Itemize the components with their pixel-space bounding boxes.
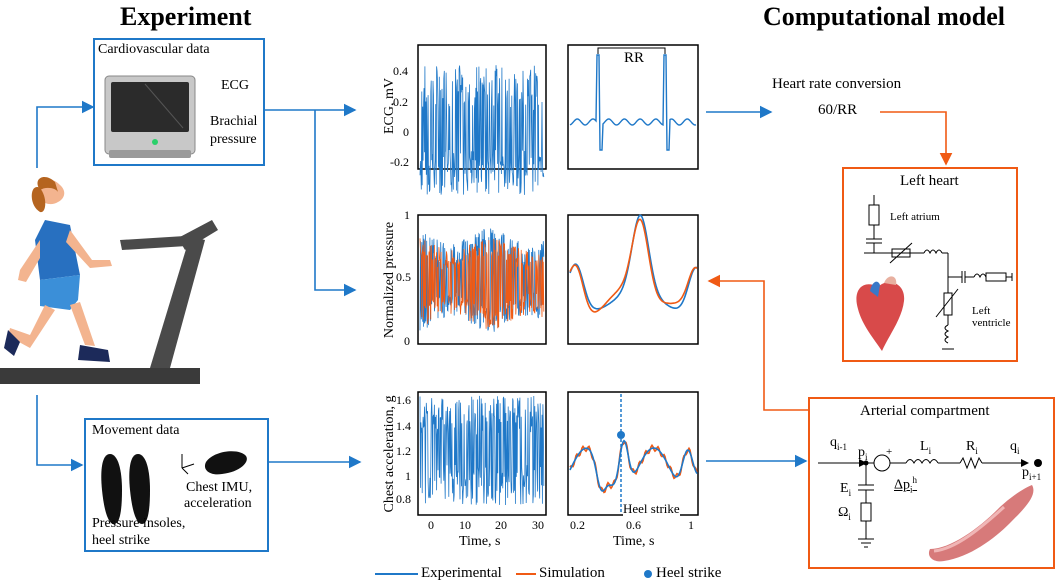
monitor-device-icon bbox=[104, 75, 196, 158]
delta-p-label: Δpih bbox=[894, 475, 918, 495]
accel-xtick: 0 bbox=[428, 518, 434, 532]
left-ventricle-label-2: ventricle bbox=[972, 317, 1011, 329]
r-i-label: Ri bbox=[966, 439, 978, 456]
computational-model-heading: Computational model bbox=[763, 2, 1005, 31]
ecg-trace bbox=[419, 65, 545, 195]
ecg-ytick: -0.2 bbox=[390, 155, 409, 169]
zoom-xtick: 0.6 bbox=[626, 518, 641, 532]
legend-simulation: Simulation bbox=[539, 565, 605, 581]
zoom-xtick: 1 bbox=[688, 518, 694, 532]
accel-trace bbox=[419, 395, 545, 506]
accel-panel-frame bbox=[417, 391, 547, 516]
heel-strike-annotation: Heel strike bbox=[623, 501, 680, 517]
pressure-ytick: 0 bbox=[404, 334, 410, 348]
legend-heel-marker bbox=[644, 570, 652, 578]
movement-data-box: Movement data Chest IMU, acceleration Pr… bbox=[84, 418, 269, 552]
chest-imu-label-2: acceleration bbox=[184, 496, 252, 511]
ecg-label: ECG bbox=[221, 78, 249, 93]
heel-strike-marker bbox=[617, 431, 625, 439]
pressure-zoom-simulation bbox=[569, 218, 698, 313]
accel-ytick: 1.4 bbox=[396, 419, 411, 433]
ecg-ytick: 0 bbox=[403, 125, 409, 139]
pressure-ytick: 1 bbox=[404, 208, 410, 222]
movement-data-title: Movement data bbox=[92, 423, 180, 438]
q-out-label: qi bbox=[1010, 439, 1020, 456]
ecg-ytick: 0.4 bbox=[393, 64, 408, 78]
cardiovascular-data-box: Cardiovascular data ECG Brachial pressur… bbox=[93, 38, 265, 166]
chest-imu-label-1: Chest IMU, bbox=[186, 480, 253, 495]
accel-xtick: 20 bbox=[495, 518, 507, 532]
insoles-label-1: Pressure insoles, bbox=[92, 516, 186, 531]
accel-ytick: 1 bbox=[405, 469, 411, 483]
left-ventricle-label-1: Left bbox=[972, 305, 991, 317]
runner-treadmill-illustration bbox=[0, 176, 218, 384]
heart-rate-label: Heart rate conversion bbox=[772, 76, 902, 92]
svg-text:+: + bbox=[886, 446, 892, 458]
left-heart-title: Left heart bbox=[900, 173, 959, 189]
accel-xlabel: Time, s bbox=[459, 534, 501, 549]
arterial-compartment-box: Arterial compartment + qi-1 bbox=[808, 397, 1055, 569]
brachial-label-1: Brachial bbox=[210, 114, 258, 129]
accel-ytick: 1.6 bbox=[396, 393, 411, 407]
left-heart-circuit bbox=[856, 195, 1013, 351]
accel-zoom-experimental bbox=[569, 439, 698, 492]
pressure-zoom-frame bbox=[567, 214, 699, 345]
brachial-label-2: pressure bbox=[210, 132, 257, 147]
insoles-label-2: heel strike bbox=[92, 533, 150, 548]
p-next-label: pi+1 bbox=[1022, 465, 1042, 482]
cardiovascular-data-title: Cardiovascular data bbox=[98, 42, 210, 57]
rr-label: RR bbox=[624, 50, 645, 66]
zoom-xtick: 0.2 bbox=[570, 518, 585, 532]
q-in-label: qi-1 bbox=[830, 435, 847, 452]
ecg-zoom-trace bbox=[569, 54, 697, 151]
e-i-label: Ei bbox=[840, 481, 852, 498]
arterial-compartment-title: Arterial compartment bbox=[860, 403, 990, 419]
pressure-ytick: 0.5 bbox=[396, 270, 411, 284]
ecg-ytick: 0.2 bbox=[393, 95, 408, 109]
pressure-trace-simulation bbox=[419, 238, 545, 329]
legend-experimental: Experimental bbox=[421, 565, 502, 581]
p-i-label: pi bbox=[858, 445, 868, 462]
left-heart-box: Left heart bbox=[842, 167, 1018, 362]
chest-imu-icon bbox=[181, 451, 247, 475]
zoom-xlabel: Time, s bbox=[613, 534, 655, 549]
pressure-trace-experimental bbox=[419, 228, 545, 332]
pressure-panel-frame bbox=[417, 214, 547, 345]
omega-i-label: Ωi bbox=[838, 505, 851, 522]
left-atrium-label: Left atrium bbox=[890, 211, 940, 223]
l-i-label: Li bbox=[920, 439, 932, 456]
pressure-insoles-icon bbox=[101, 454, 150, 524]
experiment-heading: Experiment bbox=[120, 2, 252, 31]
accel-xtick: 10 bbox=[459, 518, 471, 532]
arterial-circuit: + bbox=[818, 446, 1042, 562]
accel-xtick: 30 bbox=[532, 518, 544, 532]
legend-heel-strike: Heel strike bbox=[656, 565, 722, 581]
heart-rate-formula: 60/RR bbox=[818, 102, 858, 118]
accel-ytick: 1.2 bbox=[396, 444, 411, 458]
accel-ytick: 0.8 bbox=[396, 492, 411, 506]
ecg-zoom-frame bbox=[567, 44, 699, 170]
